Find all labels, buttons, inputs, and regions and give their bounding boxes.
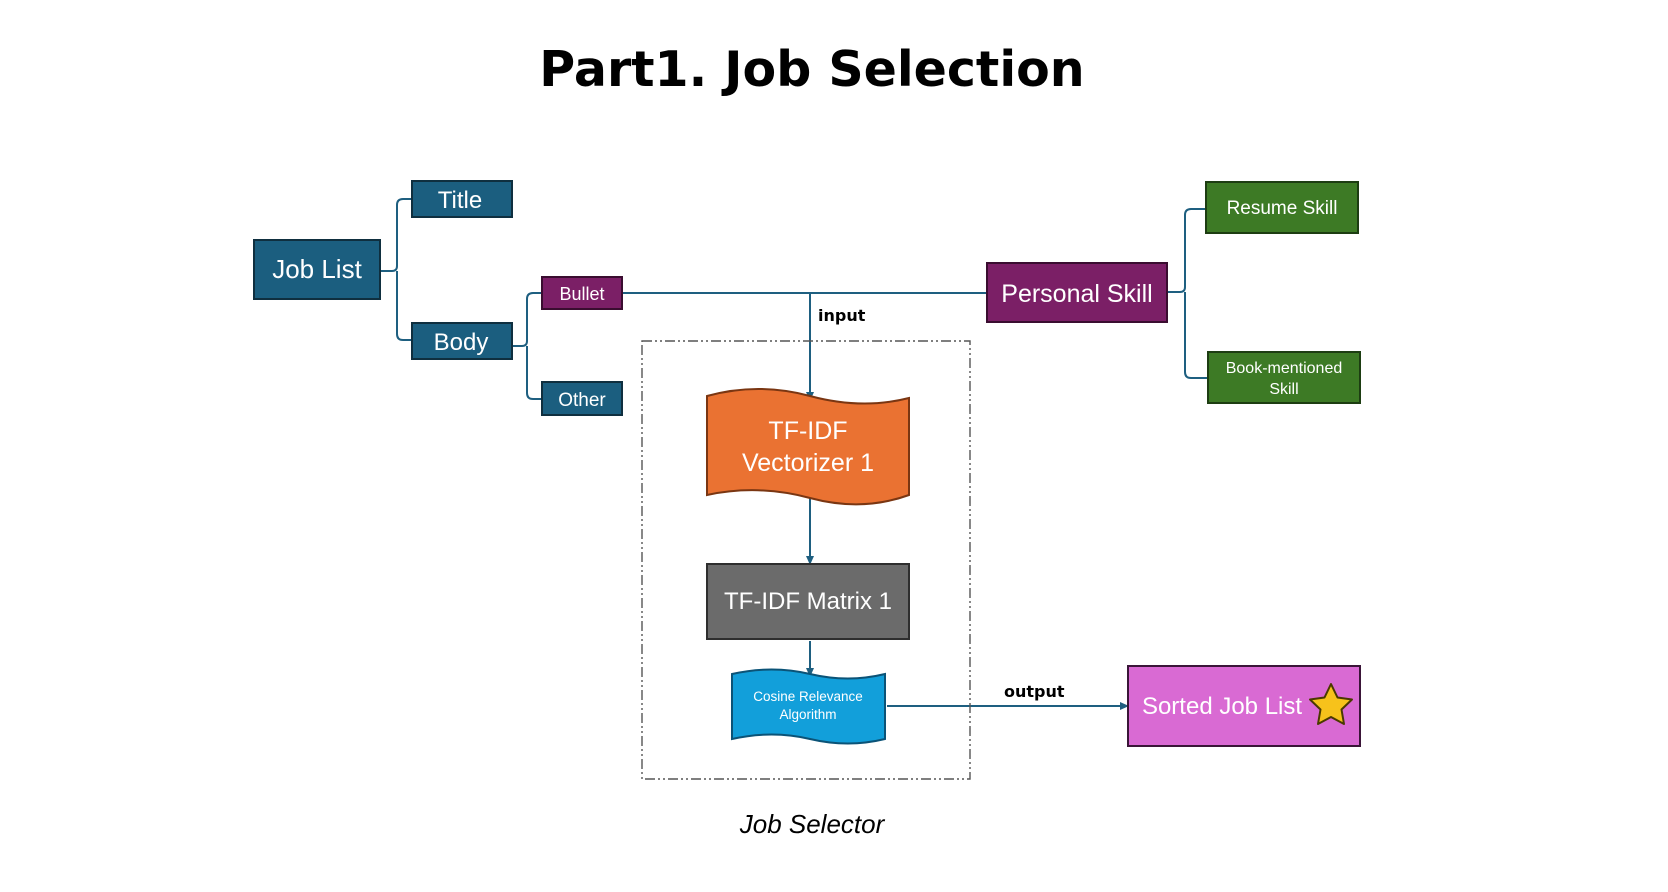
job-list-node: Job List: [253, 239, 381, 300]
star-icon: [1309, 683, 1353, 725]
book-skill-label-line2: Skill: [1269, 381, 1298, 398]
book-skill-label-line1: Book-mentioned: [1226, 360, 1343, 377]
job-list-label: Job List: [272, 254, 362, 284]
other-node: Other: [541, 381, 623, 416]
tfidf-matrix-node: TF-IDF Matrix 1: [706, 563, 910, 640]
other-node-label: Other: [558, 390, 606, 411]
job-selector-group: [641, 340, 971, 780]
page-title: Part1. Job Selection: [539, 41, 1084, 98]
algorithm-label-line1: Cosine Relevance: [753, 689, 863, 704]
title-node: Title: [411, 180, 513, 218]
vectorizer-label-line2: Vectorizer 1: [742, 449, 874, 477]
job-selector-caption: Job Selector: [739, 809, 886, 839]
body-node: Body: [411, 322, 513, 360]
personal-skill-node: Personal Skill: [986, 262, 1168, 323]
bullet-node: Bullet: [541, 276, 623, 310]
vectorizer-label-line1: TF-IDF: [768, 417, 847, 445]
book-mentioned-skill-node: Book-mentioned Skill: [1207, 351, 1361, 404]
output-edge-label: output: [1004, 682, 1065, 701]
personal-skill-branch: [1167, 208, 1208, 379]
algorithm-label-line2: Algorithm: [779, 707, 836, 722]
resume-skill-node: Resume Skill: [1205, 181, 1359, 234]
tfidf-vectorizer-node: TF-IDF Vectorizer 1: [706, 388, 910, 506]
bullet-node-label: Bullet: [559, 284, 604, 304]
input-edge-label: input: [818, 306, 866, 325]
cosine-relevance-algorithm-node: Cosine Relevance Algorithm: [731, 668, 886, 745]
body-node-label: Body: [434, 329, 489, 356]
sorted-job-list-label: Sorted Job List: [1142, 693, 1302, 720]
matrix-label: TF-IDF Matrix 1: [724, 588, 892, 615]
body-branch: [512, 292, 542, 400]
personal-skill-label: Personal Skill: [1001, 280, 1152, 308]
resume-skill-label: Resume Skill: [1227, 198, 1338, 219]
title-node-label: Title: [438, 187, 482, 214]
job-list-branch: [380, 198, 412, 341]
sorted-job-list-node: Sorted Job List: [1127, 665, 1361, 747]
